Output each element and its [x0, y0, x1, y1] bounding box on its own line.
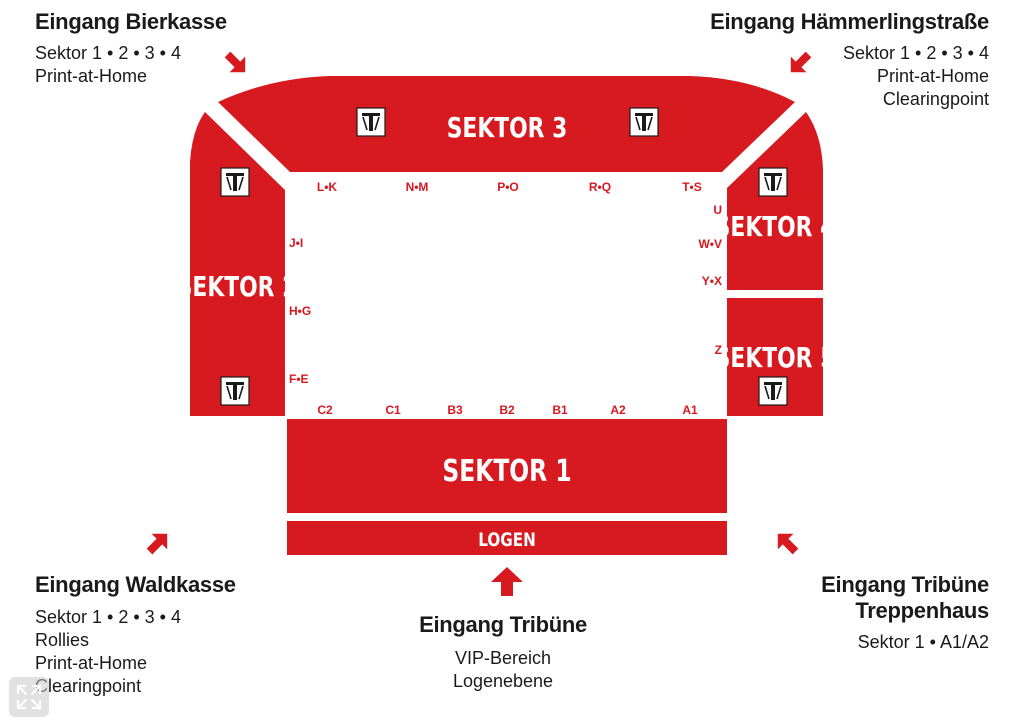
entrance-arrow-icon [491, 567, 523, 596]
toilet-icon [758, 376, 788, 406]
sektor-1[interactable] [287, 419, 727, 513]
row-label: A1 [682, 403, 698, 417]
logen[interactable] [287, 521, 727, 555]
entrance-info: Sektor 1 • A1/A2 [857, 632, 989, 652]
row-label: T•S [682, 180, 702, 194]
entrance-title: Eingang Bierkasse [35, 9, 227, 34]
entrance-arrow-icon [790, 51, 812, 73]
entrance-info: Logenebene [452, 671, 554, 691]
toilet-icon [220, 167, 250, 197]
row-label: Y•X [702, 274, 722, 288]
sektor-4[interactable] [727, 112, 823, 290]
sektor-1-label: SEKTOR 1 [442, 454, 571, 489]
entrance-info: Print-at-Home [35, 66, 148, 86]
entrance-info: Rollies [35, 630, 90, 650]
entrance-title: Eingang Hämmerlingstraße [710, 9, 989, 34]
toilet-icon [356, 107, 386, 137]
logen-label: LOGEN [478, 529, 536, 551]
expand-icon [16, 684, 42, 710]
entrance-info: Sektor 1 • 2 • 3 • 4 [35, 607, 181, 627]
expand-button[interactable] [9, 677, 49, 717]
row-label: C2 [317, 403, 333, 417]
entrance-info: Clearingpoint [35, 676, 142, 696]
toilet-icon [758, 167, 788, 197]
sektor-2[interactable] [190, 112, 285, 416]
entrance-info: Sektor 1 • 2 • 3 • 4 [35, 43, 181, 63]
row-label: L•K [317, 180, 338, 194]
row-label: N•M [406, 180, 429, 194]
entrance-arrow-icon [777, 533, 799, 555]
sektor-4-label: SEKTOR 4 [715, 210, 836, 242]
entrance-title: Eingang Tribüne [419, 612, 587, 637]
row-label: A2 [610, 403, 626, 417]
row-label: P•O [497, 180, 519, 194]
sektor-3[interactable] [218, 76, 795, 172]
row-label: H•G [289, 304, 311, 318]
row-label: U [713, 203, 722, 217]
entrance-title: Eingang Waldkasse [35, 572, 236, 597]
row-label: J•I [289, 236, 303, 250]
row-label: F•E [289, 372, 309, 386]
sektor-2-label: SEKTOR 2 [177, 270, 298, 302]
row-label: B1 [552, 403, 568, 417]
row-label: R•Q [589, 180, 611, 194]
entrance-tribuene-treppenhaus: Eingang Tribüne Treppenhaus Sektor 1 • A… [821, 572, 989, 654]
row-label: C1 [385, 403, 401, 417]
sektor-3-label: SEKTOR 3 [447, 111, 568, 143]
row-label: B3 [447, 403, 463, 417]
entrance-arrow-icon [146, 533, 168, 555]
entrance-title: Treppenhaus [855, 598, 989, 623]
entrance-info: Print-at-Home [35, 653, 148, 673]
entrance-bierkasse: Eingang Bierkasse Sektor 1 • 2 • 3 • 4 P… [35, 9, 227, 88]
entrance-info: Sektor 1 • 2 • 3 • 4 [843, 43, 989, 63]
row-label: Z [715, 343, 722, 357]
entrance-info: Print-at-Home [876, 66, 989, 86]
entrance-info: Clearingpoint [882, 89, 989, 109]
toilet-icon [629, 107, 659, 137]
entrance-info: VIP-Bereich [454, 648, 552, 668]
entrance-tribuene: Eingang Tribüne VIP-Bereich Logenebene [403, 612, 603, 693]
toilet-icon [220, 376, 250, 406]
entrance-arrow-icon [224, 51, 246, 73]
row-label: W•V [698, 237, 722, 251]
row-label: B2 [499, 403, 515, 417]
entrance-title: Eingang Tribüne [821, 572, 989, 597]
entrance-waldkasse: Eingang Waldkasse Sektor 1 • 2 • 3 • 4 R… [35, 572, 236, 698]
entrance-haemmerlingstrasse: Eingang Hämmerlingstraße Sektor 1 • 2 • … [710, 9, 989, 111]
sektor-5-label: SEKTOR 5 [715, 341, 836, 373]
